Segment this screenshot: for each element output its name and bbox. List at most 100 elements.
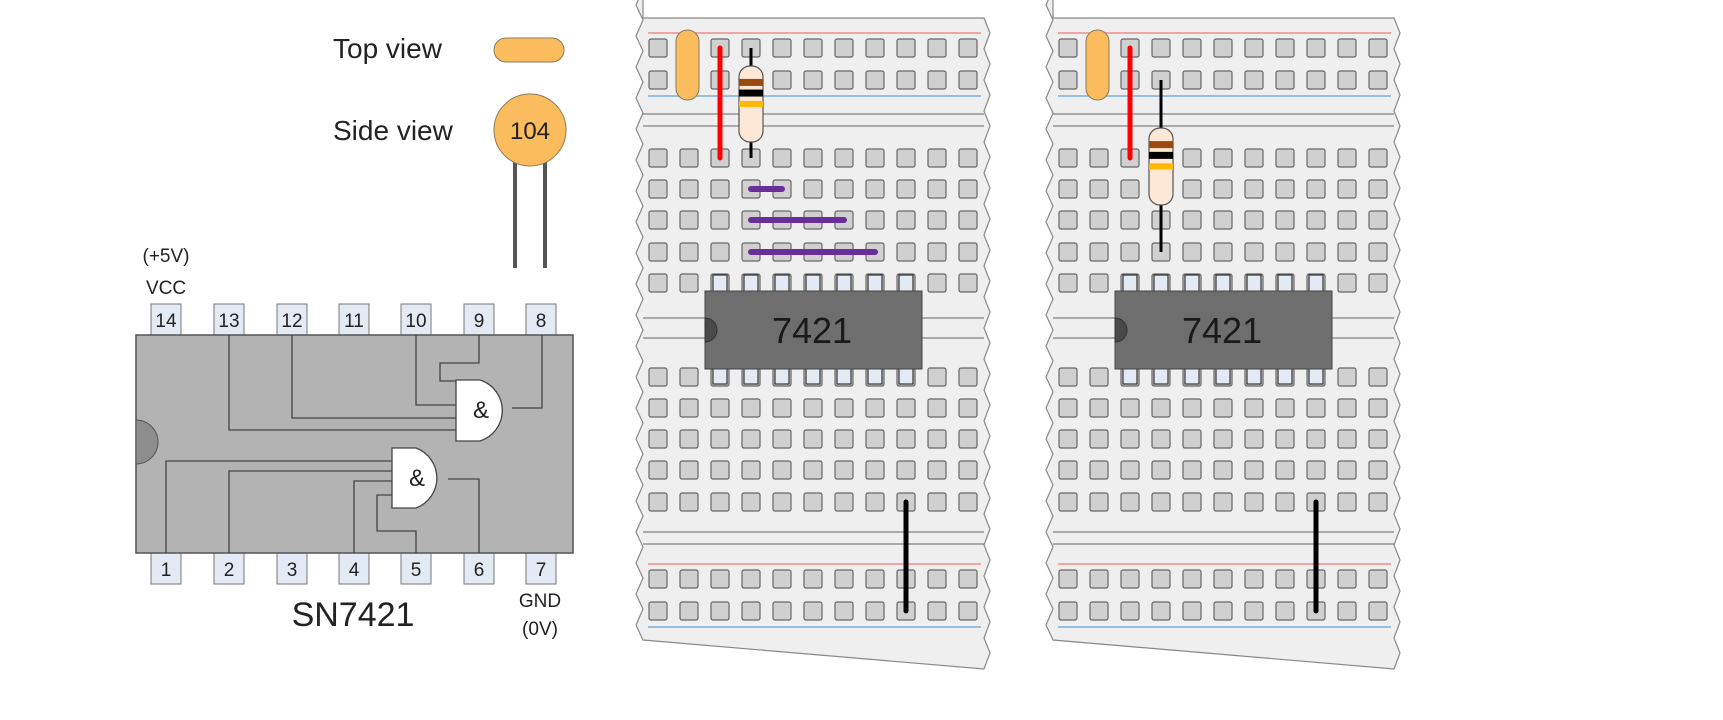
breadboard-hole[interactable] [1275, 210, 1295, 230]
breadboard-hole[interactable] [927, 460, 947, 480]
breadboard-hole[interactable] [1058, 429, 1078, 449]
breadboard-hole[interactable] [1089, 492, 1109, 512]
breadboard-hole[interactable] [927, 398, 947, 418]
breadboard-hole[interactable] [741, 569, 761, 589]
breadboard-hole[interactable] [1337, 569, 1357, 589]
breadboard-hole[interactable] [772, 398, 792, 418]
breadboard-hole[interactable] [1058, 179, 1078, 199]
breadboard-hole[interactable] [1089, 179, 1109, 199]
breadboard-hole[interactable] [834, 70, 854, 90]
breadboard-hole[interactable] [710, 210, 730, 230]
breadboard-hole[interactable] [1275, 601, 1295, 621]
breadboard-hole[interactable] [958, 148, 978, 168]
breadboard-hole[interactable] [1182, 398, 1202, 418]
ic-chip[interactable]: 7421 [704, 274, 923, 385]
breadboard-hole[interactable] [1089, 460, 1109, 480]
breadboard-hole[interactable] [803, 460, 823, 480]
breadboard-hole[interactable] [1368, 70, 1388, 90]
breadboard-hole[interactable] [896, 38, 916, 58]
breadboard-hole[interactable] [896, 179, 916, 199]
breadboard-hole[interactable] [1337, 242, 1357, 262]
breadboard-hole[interactable] [927, 70, 947, 90]
breadboard-hole[interactable] [648, 601, 668, 621]
breadboard-hole[interactable] [1182, 38, 1202, 58]
breadboard-hole[interactable] [1306, 460, 1326, 480]
breadboard-hole[interactable] [1244, 398, 1264, 418]
breadboard-hole[interactable] [834, 569, 854, 589]
resistor[interactable] [738, 48, 764, 158]
breadboard-hole[interactable] [1213, 601, 1233, 621]
breadboard-hole[interactable] [927, 492, 947, 512]
breadboard-hole[interactable] [834, 38, 854, 58]
breadboard-hole[interactable] [679, 601, 699, 621]
breadboard-hole[interactable] [1368, 601, 1388, 621]
breadboard-hole[interactable] [1151, 429, 1171, 449]
breadboard-hole[interactable] [1306, 70, 1326, 90]
breadboard-hole[interactable] [1120, 492, 1140, 512]
breadboard-hole[interactable] [1089, 273, 1109, 293]
breadboard-hole[interactable] [896, 242, 916, 262]
breadboard-hole[interactable] [1275, 569, 1295, 589]
breadboard-hole[interactable] [865, 492, 885, 512]
breadboard-hole[interactable] [710, 460, 730, 480]
breadboard-hole[interactable] [1151, 398, 1171, 418]
breadboard-hole[interactable] [1275, 179, 1295, 199]
breadboard-hole[interactable] [927, 569, 947, 589]
breadboard-hole[interactable] [1244, 38, 1264, 58]
breadboard-hole[interactable] [1306, 242, 1326, 262]
breadboard-hole[interactable] [1058, 38, 1078, 58]
breadboard-hole[interactable] [772, 569, 792, 589]
breadboard-hole[interactable] [679, 367, 699, 387]
breadboard-hole[interactable] [648, 367, 668, 387]
breadboard-hole[interactable] [1213, 242, 1233, 262]
breadboard-hole[interactable] [834, 460, 854, 480]
breadboard-hole[interactable] [865, 148, 885, 168]
breadboard-hole[interactable] [1337, 38, 1357, 58]
breadboard-hole[interactable] [1182, 210, 1202, 230]
breadboard-hole[interactable] [1337, 210, 1357, 230]
breadboard-hole[interactable] [803, 148, 823, 168]
breadboard-hole[interactable] [1244, 70, 1264, 90]
breadboard-hole[interactable] [927, 38, 947, 58]
breadboard-hole[interactable] [1368, 429, 1388, 449]
breadboard-hole[interactable] [1337, 179, 1357, 199]
breadboard-hole[interactable] [648, 429, 668, 449]
breadboard-hole[interactable] [741, 429, 761, 449]
breadboard-hole[interactable] [772, 429, 792, 449]
breadboard-hole[interactable] [865, 601, 885, 621]
breadboard-hole[interactable] [865, 569, 885, 589]
breadboard-hole[interactable] [1058, 242, 1078, 262]
breadboard-hole[interactable] [1151, 460, 1171, 480]
breadboard-hole[interactable] [1213, 492, 1233, 512]
breadboard-hole[interactable] [1368, 38, 1388, 58]
breadboard-hole[interactable] [648, 273, 668, 293]
breadboard-hole[interactable] [834, 601, 854, 621]
breadboard-hole[interactable] [1213, 70, 1233, 90]
breadboard-hole[interactable] [896, 460, 916, 480]
breadboard-hole[interactable] [1337, 601, 1357, 621]
breadboard-hole[interactable] [1337, 460, 1357, 480]
breadboard-hole[interactable] [834, 148, 854, 168]
breadboard-hole[interactable] [772, 148, 792, 168]
breadboard-hole[interactable] [1213, 569, 1233, 589]
breadboard-hole[interactable] [710, 242, 730, 262]
breadboard-hole[interactable] [927, 210, 947, 230]
breadboard-hole[interactable] [772, 460, 792, 480]
breadboard-hole[interactable] [1182, 492, 1202, 512]
breadboard-hole[interactable] [1058, 273, 1078, 293]
breadboard-hole[interactable] [1368, 569, 1388, 589]
breadboard-hole[interactable] [772, 38, 792, 58]
breadboard-hole[interactable] [1337, 429, 1357, 449]
breadboard-hole[interactable] [1244, 429, 1264, 449]
ic-chip[interactable]: 7421 [1114, 274, 1333, 385]
breadboard-hole[interactable] [1120, 460, 1140, 480]
breadboard-hole[interactable] [958, 492, 978, 512]
breadboard-hole[interactable] [710, 601, 730, 621]
breadboard-hole[interactable] [648, 210, 668, 230]
breadboard-hole[interactable] [927, 148, 947, 168]
breadboard-hole[interactable] [958, 38, 978, 58]
breadboard-hole[interactable] [679, 569, 699, 589]
capacitor[interactable] [675, 29, 700, 101]
breadboard-hole[interactable] [1213, 460, 1233, 480]
breadboard-hole[interactable] [679, 492, 699, 512]
